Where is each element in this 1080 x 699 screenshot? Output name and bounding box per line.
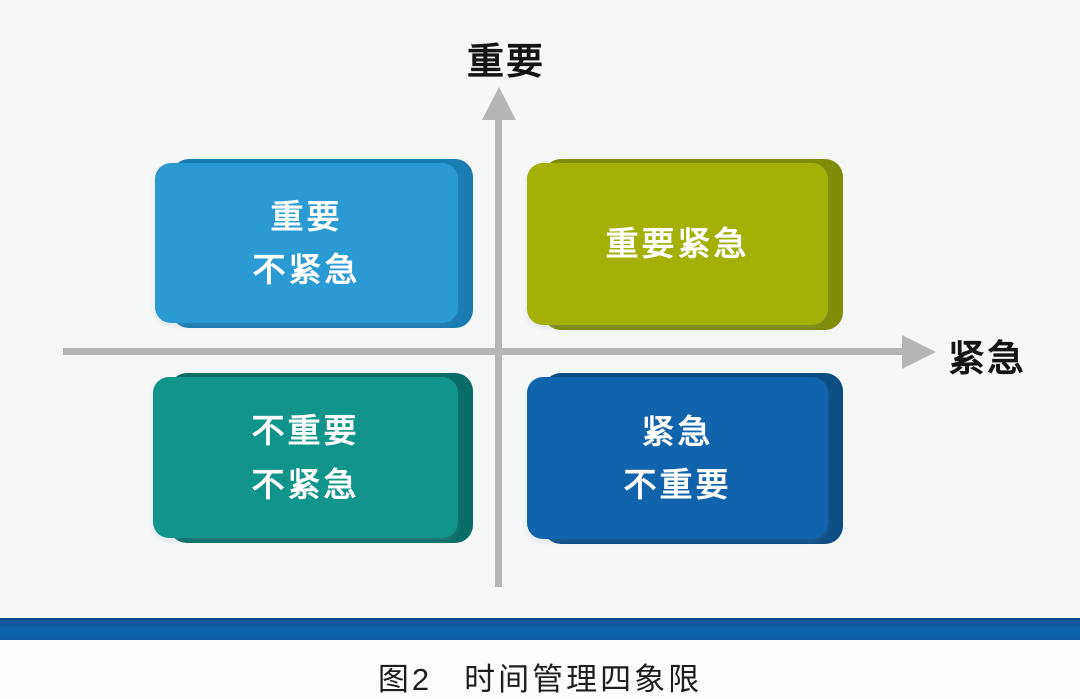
- y-axis-label: 重要: [467, 41, 545, 82]
- x-axis-line: [63, 348, 903, 355]
- figure-caption: 图2 时间管理四象限: [0, 654, 1080, 699]
- quadrant-label-line: 不重要: [251, 412, 360, 450]
- x-axis-label: 紧急: [948, 338, 1026, 379]
- caption-area: 图2 时间管理四象限: [0, 640, 1080, 699]
- quadrant-important-not-urgent: 重要 不紧急: [155, 159, 473, 328]
- quadrant-label-line: 不紧急: [251, 465, 360, 503]
- quadrant-label-line: 紧急: [641, 412, 714, 450]
- quadrant-label-line: 不重要: [623, 466, 732, 503]
- quadrant-face: 不重要 不紧急: [153, 377, 458, 538]
- y-axis-arrow-up-icon: [482, 87, 516, 120]
- quadrant-label-line: 不紧急: [252, 251, 361, 288]
- quadrant-face: 紧急 不重要: [527, 377, 828, 539]
- quadrant-important-urgent: 重要紧急: [527, 159, 843, 330]
- quadrant-face: 重要紧急: [527, 163, 828, 325]
- quadrant-urgent-not-important: 紧急 不重要: [527, 373, 843, 544]
- x-axis-arrow-right-icon: [902, 335, 936, 369]
- quadrant-face: 重要 不紧急: [155, 163, 458, 323]
- divider-bar: [0, 618, 1080, 640]
- figure-number: 图2: [377, 662, 433, 697]
- quadrant-not-important-not-urgent: 不重要 不紧急: [153, 373, 473, 543]
- quadrant-label-line: 重要紧急: [605, 225, 750, 263]
- figure-title: 时间管理四象限: [464, 662, 703, 697]
- quadrant-label-line: 重要: [270, 197, 343, 235]
